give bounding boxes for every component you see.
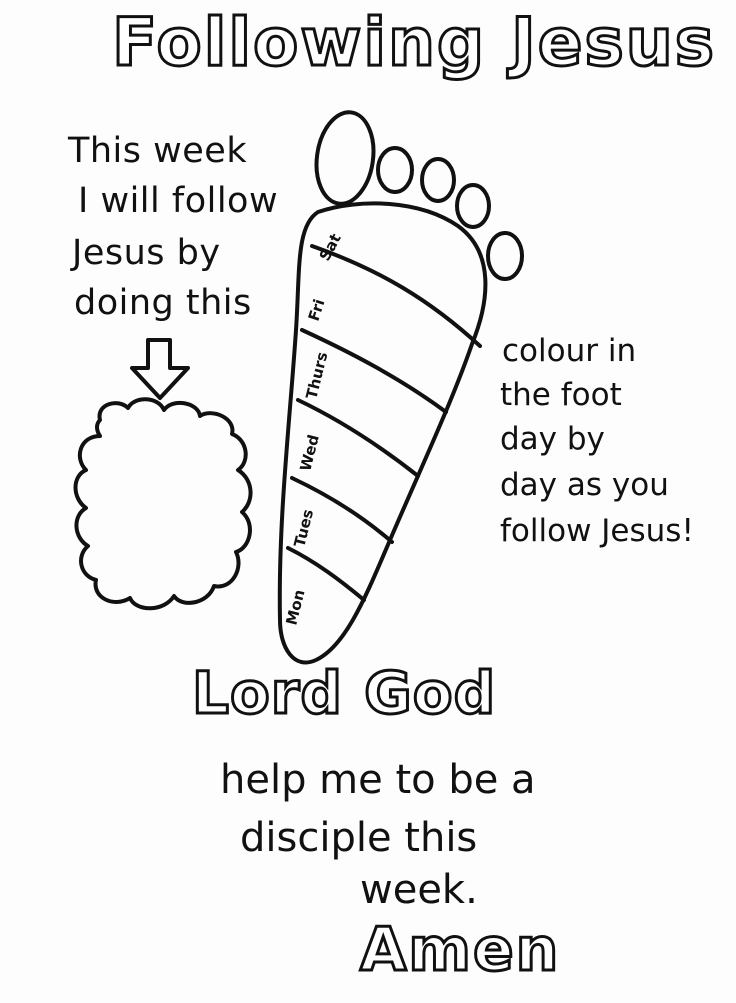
intro-line-3: Jesus by xyxy=(72,233,221,273)
day-label-tues: Tues xyxy=(290,507,317,549)
prayer-closing: Amen xyxy=(358,915,561,985)
instruction-line-5: follow Jesus! xyxy=(500,513,694,549)
intro-line-2: I will follow xyxy=(78,181,279,221)
instruction-line-3: day by xyxy=(500,421,605,457)
day-label-thurs: Thurs xyxy=(302,350,331,401)
divider-thurs-wed xyxy=(296,398,420,478)
day-label-fri: Fri xyxy=(305,297,329,323)
toe-5-shape xyxy=(486,231,524,281)
toe-2-shape xyxy=(376,146,414,194)
footprint-shape xyxy=(277,201,488,665)
divider-tues-mon xyxy=(286,546,366,602)
page-title: Following Jesus xyxy=(110,4,717,81)
day-label-mon: Mon xyxy=(282,588,308,627)
down-arrow-icon xyxy=(130,338,190,400)
prayer-line-2: disciple this xyxy=(240,815,478,861)
instruction-line-1: colour in xyxy=(502,333,637,369)
divider-fri-thurs xyxy=(300,328,448,414)
divider-wed-tues xyxy=(290,476,394,544)
prayer-line-1: help me to be a xyxy=(220,757,536,803)
prayer-line-3: week. xyxy=(360,867,478,913)
prayer-heading: Lord God xyxy=(190,659,497,727)
big-toe-shape xyxy=(314,110,376,206)
intro-line-1: This week xyxy=(68,131,248,171)
intro-line-4: doing this xyxy=(74,283,252,323)
instruction-line-2: the foot xyxy=(500,377,622,413)
toe-4-shape xyxy=(455,183,491,229)
thought-cloud-shape xyxy=(73,397,253,611)
toe-3-shape xyxy=(420,157,456,203)
day-label-wed: Wed xyxy=(296,433,322,473)
instruction-line-4: day as you xyxy=(500,467,669,503)
divider-sat-fri xyxy=(310,244,482,348)
